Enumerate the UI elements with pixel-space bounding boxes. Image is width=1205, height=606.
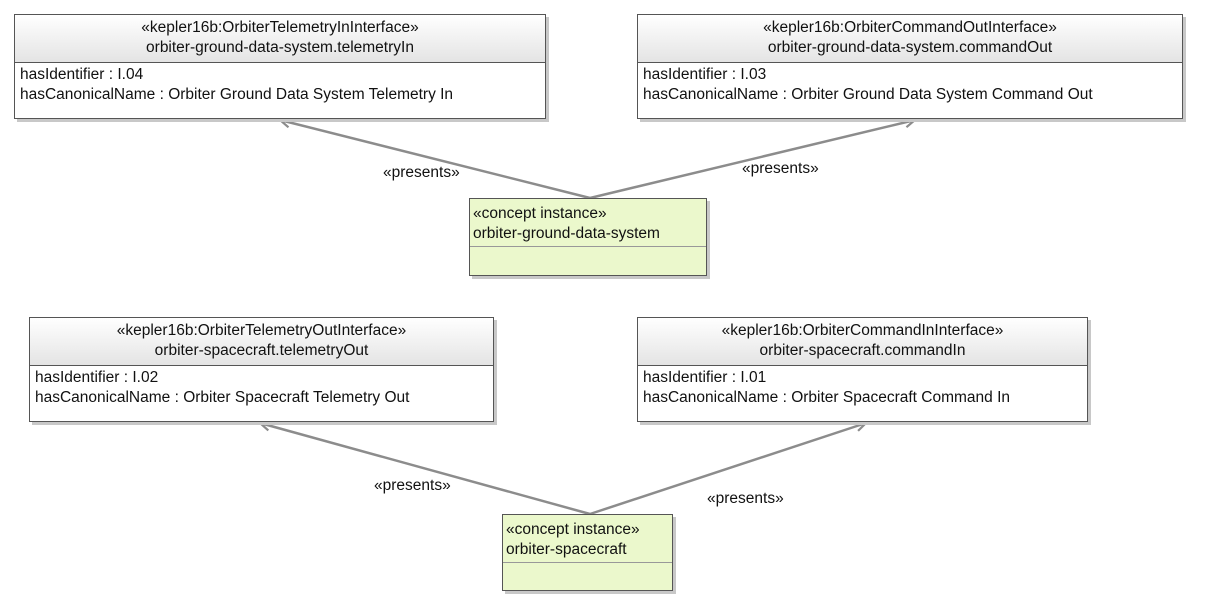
interface-stereotype: «kepler16b:OrbiterCommandInInterface» [721,322,1004,339]
concept-attributes-compartment [470,247,706,263]
concept-stereotype: «concept instance» [473,205,607,222]
edge-label-presents: «presents» [374,477,451,494]
interface-command-out[interactable]: «kepler16b:OrbiterCommandOutInterface» o… [637,14,1183,119]
interface-header: «kepler16b:OrbiterCommandInInterface» or… [638,318,1087,366]
attribute-value: I.01 [740,369,767,386]
concept-stereotype: «concept instance» [506,521,640,538]
attribute-value: I.03 [740,66,767,83]
attribute-value: Orbiter Ground Data System Telemetry In [168,86,454,103]
interface-attributes: hasIdentifier : I.01 hasCanonicalName : … [638,366,1087,408]
interface-stereotype: «kepler16b:OrbiterTelemetryOutInterface» [116,322,407,339]
interface-header: «kepler16b:OrbiterTelemetryInInterface» … [15,15,545,63]
concept-ground-data-system[interactable]: «concept instance» orbiter-ground-data-s… [469,198,707,276]
edge-label-presents: «presents» [707,490,784,507]
interface-command-in[interactable]: «kepler16b:OrbiterCommandInInterface» or… [637,317,1088,422]
concept-attributes-compartment [503,563,672,579]
attribute-name: hasCanonicalName [20,86,156,103]
interface-telemetry-in[interactable]: «kepler16b:OrbiterTelemetryInInterface» … [14,14,546,119]
attribute-row: hasIdentifier : I.04 [20,66,144,83]
attribute-value: I.02 [132,369,159,386]
interface-attributes: hasIdentifier : I.03 hasCanonicalName : … [638,63,1182,105]
interface-stereotype: «kepler16b:OrbiterCommandOutInterface» [763,19,1057,36]
attribute-value: Orbiter Spacecraft Telemetry Out [183,389,410,406]
interface-name: orbiter-spacecraft.telemetryOut [154,342,369,359]
attribute-value: Orbiter Spacecraft Command In [791,389,1011,406]
presents-edge-sc-commandin[interactable] [589,423,866,516]
interface-name: orbiter-ground-data-system.commandOut [767,39,1053,56]
attribute-row: hasCanonicalName : Orbiter Ground Data S… [643,86,1093,103]
attribute-name: hasIdentifier [643,369,728,386]
attribute-name: hasCanonicalName [35,389,171,406]
interface-stereotype: «kepler16b:OrbiterTelemetryInInterface» [141,19,419,36]
interface-name: orbiter-spacecraft.commandIn [759,342,966,359]
concept-spacecraft[interactable]: «concept instance» orbiter-spacecraft [502,514,673,591]
interface-attributes: hasIdentifier : I.04 hasCanonicalName : … [15,63,545,105]
concept-label: «concept instance» orbiter-ground-data-s… [470,199,706,247]
attribute-name: hasCanonicalName [643,389,779,406]
attribute-row: hasIdentifier : I.01 [643,369,767,386]
interface-attributes: hasIdentifier : I.02 hasCanonicalName : … [30,366,493,408]
presents-edge-gds-commandout[interactable] [589,120,915,200]
presents-edge-sc-telemetryout[interactable] [260,423,591,516]
edge-label-presents: «presents» [383,164,460,181]
attribute-name: hasIdentifier [643,66,728,83]
attribute-row: hasCanonicalName : Orbiter Ground Data S… [20,86,454,103]
attribute-name: hasIdentifier [35,369,120,386]
concept-label: «concept instance» orbiter-spacecraft [503,515,672,563]
attribute-row: hasCanonicalName : Orbiter Spacecraft Co… [643,389,1011,406]
edge-label-presents: «presents» [742,160,819,177]
concept-name: orbiter-spacecraft [506,541,627,558]
attribute-value: I.04 [117,66,144,83]
attribute-row: hasIdentifier : I.03 [643,66,767,83]
attribute-value: Orbiter Ground Data System Command Out [791,86,1093,103]
interface-header: «kepler16b:OrbiterTelemetryOutInterface»… [30,318,493,366]
interface-telemetry-out[interactable]: «kepler16b:OrbiterTelemetryOutInterface»… [29,317,494,422]
concept-name: orbiter-ground-data-system [473,225,660,242]
attribute-row: hasCanonicalName : Orbiter Spacecraft Te… [35,389,410,406]
attribute-row: hasIdentifier : I.02 [35,369,159,386]
attribute-name: hasIdentifier [20,66,105,83]
presents-edge-gds-telemetryin[interactable] [280,120,591,200]
interface-header: «kepler16b:OrbiterCommandOutInterface» o… [638,15,1182,63]
attribute-name: hasCanonicalName [643,86,779,103]
interface-name: orbiter-ground-data-system.telemetryIn [146,39,414,56]
